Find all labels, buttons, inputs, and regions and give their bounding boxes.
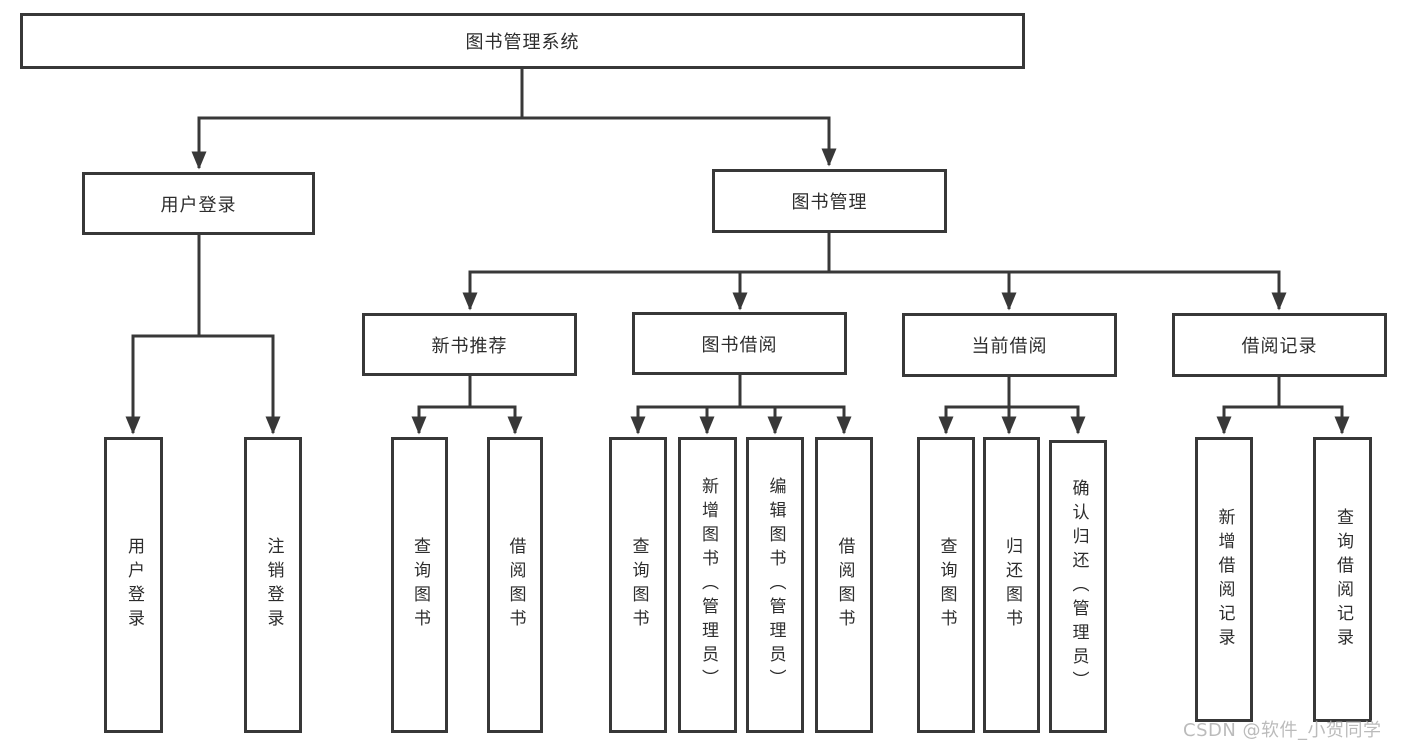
node-leaf-bb-borrow-books-label: 借阅图书 (834, 537, 855, 633)
node-leaf-br-query-record: 查询借阅记录 (1313, 437, 1372, 722)
node-book-management: 图书管理 (712, 169, 947, 233)
node-leaf-nbr-borrow-books: 借阅图书 (487, 437, 543, 733)
csdn-watermark: CSDN @软件_小贺同学 (1183, 720, 1382, 741)
node-user-login-label: 用户登录 (160, 194, 237, 216)
node-root: 图书管理系统 (20, 13, 1025, 69)
node-leaf-cb-return-books-label: 归还图书 (1002, 537, 1022, 633)
node-leaf-bb-add-book-admin: 新增图书（管理员） (678, 437, 737, 733)
node-leaf-nbr-query-books-label: 查询图书 (410, 537, 430, 633)
node-leaf-logout: 注销登录 (244, 437, 302, 733)
node-leaf-user-login-label: 用户登录 (124, 537, 144, 633)
node-leaf-bb-query-books-label: 查询图书 (628, 537, 649, 633)
node-leaf-cb-query-books-label: 查询图书 (936, 537, 957, 633)
node-leaf-br-query-record-label: 查询借阅记录 (1333, 507, 1353, 652)
node-current-borrow: 当前借阅 (902, 313, 1117, 377)
node-leaf-cb-query-books: 查询图书 (917, 437, 975, 733)
node-leaf-bb-add-book-admin-label: 新增图书（管理员） (698, 477, 718, 693)
node-leaf-cb-return-books: 归还图书 (983, 437, 1040, 733)
node-book-borrow: 图书借阅 (632, 312, 847, 375)
node-leaf-nbr-query-books: 查询图书 (391, 437, 448, 733)
node-leaf-logout-label: 注销登录 (263, 537, 284, 633)
node-leaf-bb-borrow-books: 借阅图书 (815, 437, 873, 733)
node-book-management-label: 图书管理 (791, 192, 868, 213)
node-leaf-br-add-record-label: 新增借阅记录 (1214, 507, 1235, 652)
node-user-login: 用户登录 (82, 172, 315, 235)
node-new-book-recommend-label: 新书推荐 (431, 335, 508, 357)
node-book-borrow-label: 图书借阅 (701, 334, 778, 356)
node-leaf-bb-edit-book-admin-label: 编辑图书（管理员） (765, 477, 786, 693)
node-leaf-bb-edit-book-admin: 编辑图书（管理员） (746, 437, 804, 733)
node-leaf-nbr-borrow-books-label: 借阅图书 (505, 537, 526, 633)
node-leaf-cb-confirm-return-admin: 确认归还（管理员） (1049, 440, 1107, 733)
node-new-book-recommend: 新书推荐 (362, 313, 577, 376)
node-borrow-records-label: 借阅记录 (1241, 336, 1318, 357)
node-current-borrow-label: 当前借阅 (971, 336, 1048, 357)
node-leaf-br-add-record: 新增借阅记录 (1195, 437, 1253, 722)
node-borrow-records: 借阅记录 (1172, 313, 1387, 377)
node-leaf-bb-query-books: 查询图书 (609, 437, 667, 733)
node-root-label: 图书管理系统 (465, 32, 580, 53)
node-leaf-cb-confirm-return-admin-label: 确认归还（管理员） (1068, 478, 1089, 695)
node-leaf-user-login: 用户登录 (104, 437, 163, 733)
